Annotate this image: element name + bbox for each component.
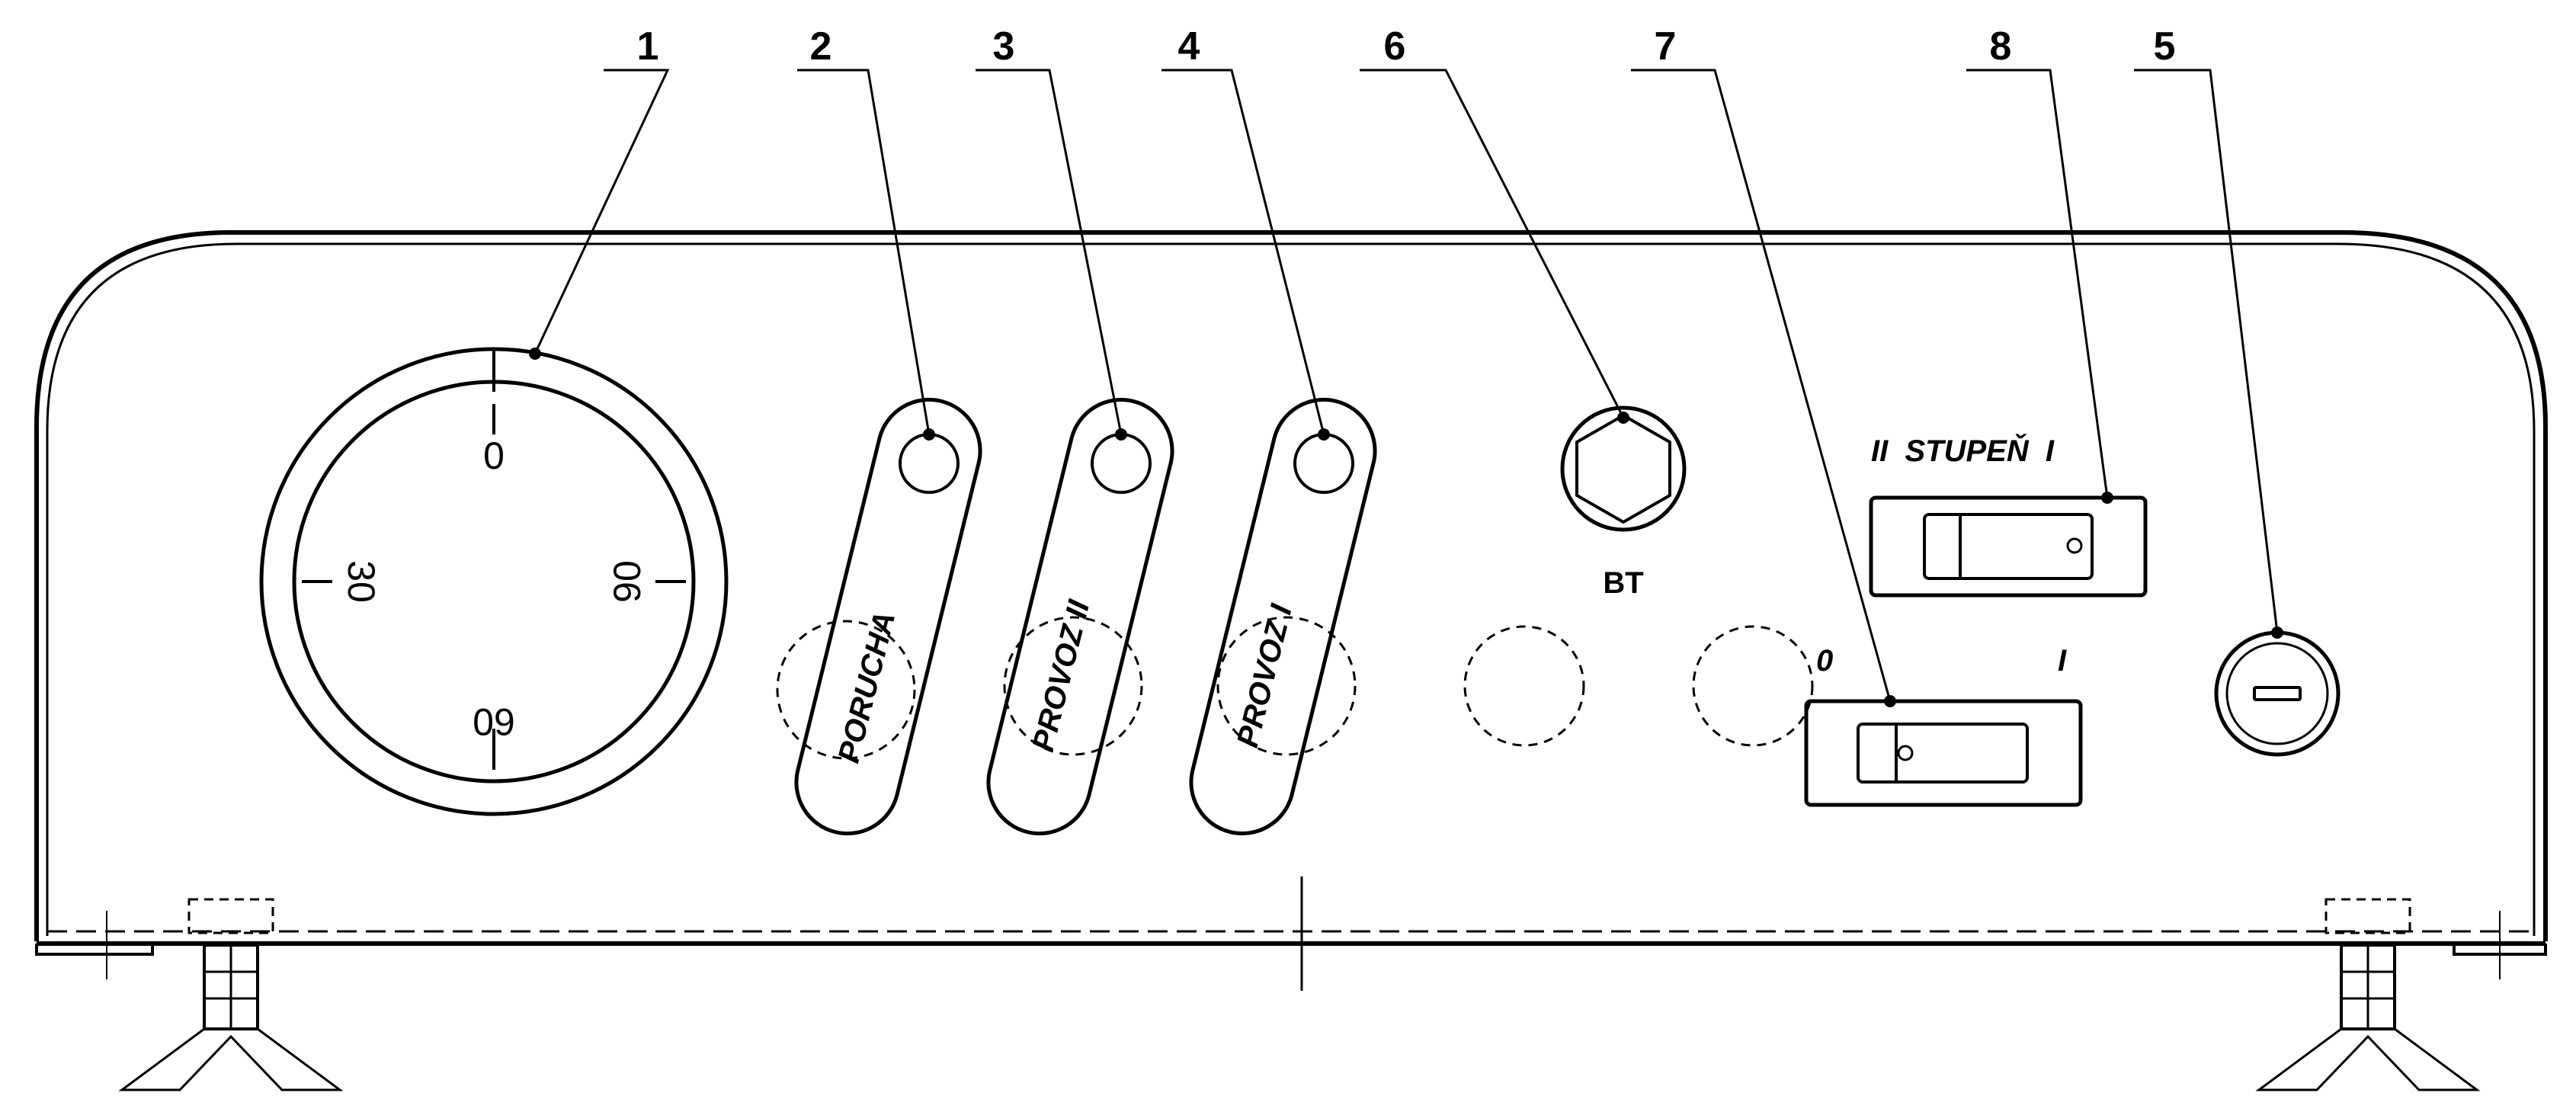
- lamp-run-stage-2-label: PROVOZ II: [1027, 597, 1097, 755]
- hex-nut-icon: [1560, 405, 1687, 532]
- main-switch-on-label: I: [2058, 644, 2067, 678]
- leader-dot-2: [923, 428, 935, 441]
- callout-7: 7: [1655, 24, 1677, 69]
- callout-6: 6: [1384, 24, 1406, 69]
- left-foot-icon: [118, 898, 344, 1091]
- callout-1: 1: [637, 24, 659, 69]
- thermostat-dial[interactable]: 0 60 30 90: [259, 347, 729, 816]
- callout-5: 5: [2154, 24, 2176, 69]
- callout-2: 2: [810, 24, 832, 69]
- fuse-holder-icon[interactable]: [2214, 630, 2341, 757]
- callout-leaders: [529, 69, 2283, 707]
- callout-3: 3: [993, 24, 1015, 69]
- panel-housing: [34, 230, 2548, 991]
- right-foot-icon: [2255, 898, 2481, 1091]
- dial-mark-90: 90: [606, 560, 649, 603]
- sensor-bt[interactable]: BT: [1560, 405, 1687, 600]
- blank-knockout-1: [1463, 625, 1585, 747]
- main-switch[interactable]: 0 I: [1804, 644, 2083, 807]
- lamp-run-stage-1-label: PROVOZ I: [1231, 601, 1299, 751]
- leader-dot-5: [2271, 627, 2283, 639]
- callout-numbers: 1 2 3 4 6 7 8 5: [637, 24, 2176, 69]
- stage-switch[interactable]: II STUPEŇ I: [1869, 433, 2148, 598]
- callout-4: 4: [1178, 24, 1200, 69]
- leader-dot-7: [1884, 695, 1896, 707]
- leader-dot-1: [529, 348, 541, 360]
- dial-mark-60: 60: [473, 700, 515, 743]
- dial-mark-30: 30: [340, 560, 383, 603]
- callout-8: 8: [1990, 24, 2012, 69]
- leader-dot-3: [1115, 428, 1127, 441]
- lamp-run-stage-2: PROVOZ II: [986, 397, 1174, 836]
- stage-switch-label: II STUPEŇ I: [1871, 433, 2055, 468]
- leader-dot-4: [1318, 428, 1330, 441]
- main-switch-off-label: 0: [1816, 644, 1833, 678]
- blank-knockout-2: [1692, 625, 1814, 747]
- lamp-run-stage-1: PROVOZ I: [1189, 397, 1377, 836]
- lamp-fault: PORUCHA: [776, 397, 982, 836]
- lamp-fault-label: PORUCHA: [832, 608, 902, 766]
- dial-mark-0: 0: [483, 434, 505, 477]
- leader-dot-8: [2101, 492, 2113, 504]
- sensor-bt-label: BT: [1603, 566, 1643, 600]
- leader-dot-6: [1617, 412, 1629, 424]
